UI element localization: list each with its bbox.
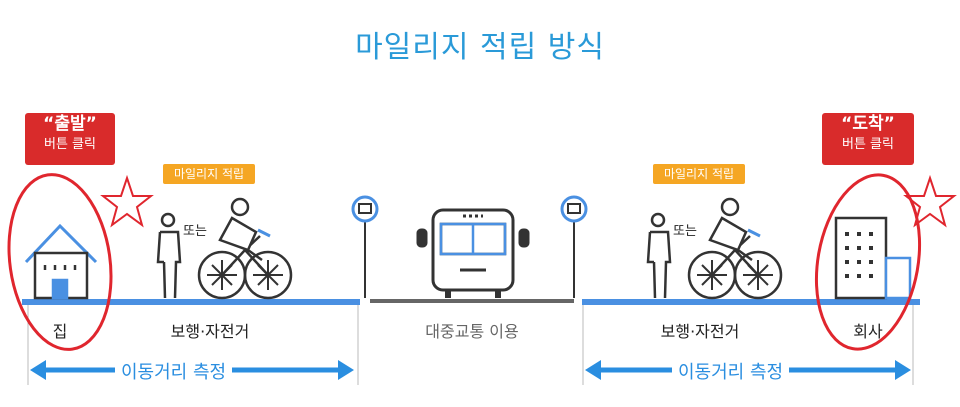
- company-label: 회사: [853, 322, 883, 341]
- transit-label: 대중교통 이용: [425, 322, 519, 341]
- start-badge-action: 버튼 클릭: [44, 137, 96, 152]
- walk-bike-label-left: 보행·자전거: [170, 322, 250, 341]
- end-button-badge: “도착” 버튼 클릭: [822, 113, 914, 165]
- home-star-icon: [100, 174, 154, 228]
- walker-icon-left: [156, 212, 182, 299]
- home-highlight-circle: [7, 173, 113, 351]
- or-text-left: 또는: [183, 224, 207, 239]
- mileage-tag-right: 마일리지 적립: [653, 164, 745, 184]
- start-badge-quote: “출발”: [43, 114, 97, 134]
- or-text-right: 또는: [673, 224, 697, 239]
- measure-label-right: 이동거리 측정: [672, 358, 790, 384]
- measure-label-left: 이동거리 측정: [115, 358, 233, 384]
- left-road: [22, 299, 360, 305]
- end-badge-quote: “도착”: [841, 114, 895, 134]
- mileage-tag-left: 마일리지 적립: [163, 164, 255, 184]
- company-highlight-circle: [814, 173, 922, 351]
- bus-stop-sign-left: [351, 195, 379, 298]
- page-title: 마일리지 적립 방식: [355, 30, 605, 65]
- home-label: 집: [52, 322, 68, 341]
- bus-icon: [416, 208, 530, 298]
- end-badge-action: 버튼 클릭: [842, 137, 894, 152]
- bicycle-icon-left: [197, 197, 293, 300]
- company-star-icon: [903, 174, 957, 228]
- walker-icon-right: [646, 212, 672, 299]
- bus-stop-sign-right: [560, 195, 588, 298]
- building-icon: [834, 216, 912, 300]
- bicycle-icon-right: [687, 197, 783, 300]
- house-icon: [24, 223, 98, 300]
- right-road: [582, 299, 920, 305]
- transit-road: [370, 299, 574, 303]
- start-button-badge: “출발” 버튼 클릭: [25, 113, 115, 165]
- walk-bike-label-right: 보행·자전거: [660, 322, 740, 341]
